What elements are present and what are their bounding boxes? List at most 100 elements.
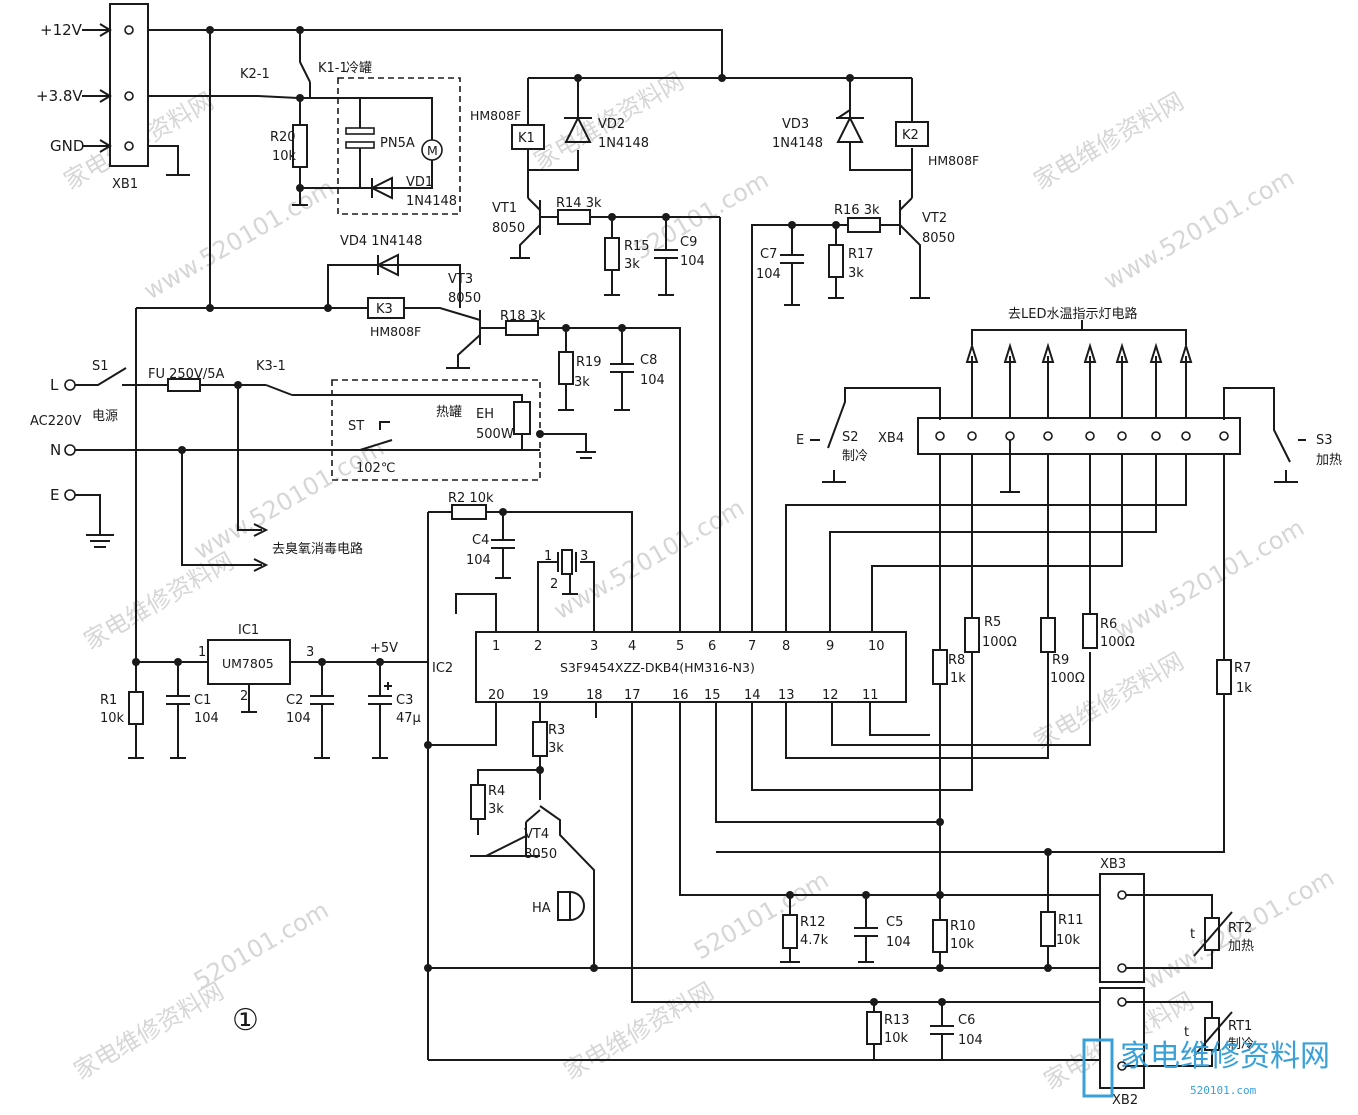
wire-pin12 xyxy=(831,440,1091,746)
vt2-type: 8050 xyxy=(922,231,955,246)
rail-label-12v: +12V xyxy=(40,21,83,39)
rt2-t: t xyxy=(1190,927,1195,942)
xb4-pin xyxy=(1219,431,1229,441)
vd3-label: VD3 xyxy=(782,117,809,132)
r20-label: R20 xyxy=(270,130,296,145)
led-arrow-icon xyxy=(1115,342,1129,418)
junction xyxy=(618,324,626,332)
wire-pin9 xyxy=(829,440,1157,632)
wire-ozone xyxy=(181,385,269,572)
ic2-part: S3F9454XZZ-DKB4(HM316-N3) xyxy=(560,660,755,675)
crystal-plates xyxy=(557,552,577,572)
s3-switch xyxy=(1223,387,1306,483)
r20-value: 10k xyxy=(272,149,297,164)
k2-coil xyxy=(895,121,929,147)
junction xyxy=(574,74,582,82)
r12-value: 4.7k xyxy=(800,933,829,948)
wire-pin11 xyxy=(869,702,930,736)
st-temp: 102℃ xyxy=(356,461,395,476)
ic1-name: IC1 xyxy=(238,623,259,638)
xb4-pin xyxy=(967,431,977,441)
watermark-text: 家电维修资料网 xyxy=(559,977,718,1085)
wire-pin13 xyxy=(785,440,1049,759)
r10 xyxy=(932,919,948,953)
junction xyxy=(424,741,432,749)
watermark-text: www.520101.com xyxy=(139,174,339,306)
junction xyxy=(324,304,332,312)
vd2-type: 1N4148 xyxy=(598,136,649,151)
c8-value: 104 xyxy=(640,373,665,388)
r8-label: R8 xyxy=(948,653,965,668)
pn5a-plate xyxy=(345,141,375,149)
xb1-connector: XB1 xyxy=(109,3,149,192)
r18 xyxy=(505,320,539,336)
junction xyxy=(1044,964,1052,972)
ic2-pin-label: 4 xyxy=(628,639,636,654)
wire-vt4 xyxy=(470,702,595,968)
r19-value: 3k xyxy=(574,375,590,390)
ic2-pin-label: 3 xyxy=(590,639,598,654)
r17 xyxy=(828,244,844,278)
r14-label: R14 3k xyxy=(556,196,602,211)
contact-k2-1 xyxy=(240,95,299,99)
logo-url: 520101.com xyxy=(1190,1084,1257,1097)
watermark-text: www.520101.com xyxy=(1099,164,1299,296)
hot-tank-box xyxy=(331,379,541,481)
xb4-pin xyxy=(935,431,945,441)
junction xyxy=(788,221,796,229)
ic2-pin-label: 1 xyxy=(492,639,500,654)
k1-coil xyxy=(511,124,545,150)
ic2-pin-label: 15 xyxy=(704,688,721,703)
r20 xyxy=(292,124,308,168)
led-arrow-icon xyxy=(1041,342,1055,418)
xb2-pin xyxy=(1117,997,1127,1007)
r19-label: R19 xyxy=(576,355,602,370)
led-arrow-icon xyxy=(965,342,979,418)
logo-text: 家电维修资料网 xyxy=(1120,1039,1330,1074)
k2-label: K2 xyxy=(902,128,919,143)
ic1-body xyxy=(207,639,291,685)
r1-gnd xyxy=(128,745,144,759)
c4 xyxy=(491,512,515,579)
junction xyxy=(590,964,598,972)
wire-pin15 xyxy=(715,625,941,968)
ic2-body xyxy=(475,631,907,703)
crystal-pin1: 1 xyxy=(544,549,552,564)
vt4-label: VT4 xyxy=(524,827,549,842)
contact-k1-1 xyxy=(299,50,311,98)
vd4-label: VD4 1N4148 xyxy=(340,234,422,249)
r18-label: R18 3k xyxy=(500,309,546,324)
wire-hot-tank xyxy=(292,394,523,402)
wire-r7 xyxy=(716,440,1225,853)
st-thermostat xyxy=(359,421,393,451)
junction xyxy=(424,964,432,972)
ic2-pin-label: 5 xyxy=(676,639,684,654)
watermark-layer: 家电维修资料网 www.520101.com 家电维修资料网 520101.co… xyxy=(59,67,1339,1095)
r7-label: R7 xyxy=(1234,661,1251,676)
rt1-label: RT1 xyxy=(1228,1019,1252,1034)
c1-label: C1 xyxy=(194,693,211,708)
ic1-pin2: 2 xyxy=(240,689,248,704)
rt2-label: RT2 xyxy=(1228,921,1252,936)
r8-value: 1k xyxy=(950,671,966,686)
c2-label: C2 xyxy=(286,693,303,708)
c1-value: 104 xyxy=(194,711,219,726)
wire-r2 xyxy=(427,511,633,745)
crystal-pin2: 2 xyxy=(550,577,558,592)
r1 xyxy=(128,691,144,725)
c8-label: C8 xyxy=(640,353,657,368)
wire-pin17 xyxy=(631,702,1110,1003)
r17-value: 3k xyxy=(848,266,864,281)
xb4-gnd xyxy=(1000,440,1020,493)
r2 xyxy=(451,504,487,520)
r15-label: R15 xyxy=(624,239,650,254)
rt2-slash xyxy=(1193,911,1233,957)
k3-type: HM808F xyxy=(370,324,421,339)
wire-crystal xyxy=(537,561,595,632)
r5-label: R5 xyxy=(984,615,1001,630)
led-arrows xyxy=(965,342,1193,418)
vd1-type: 1N4148 xyxy=(406,194,457,209)
wire-r19-c8 xyxy=(558,328,634,411)
